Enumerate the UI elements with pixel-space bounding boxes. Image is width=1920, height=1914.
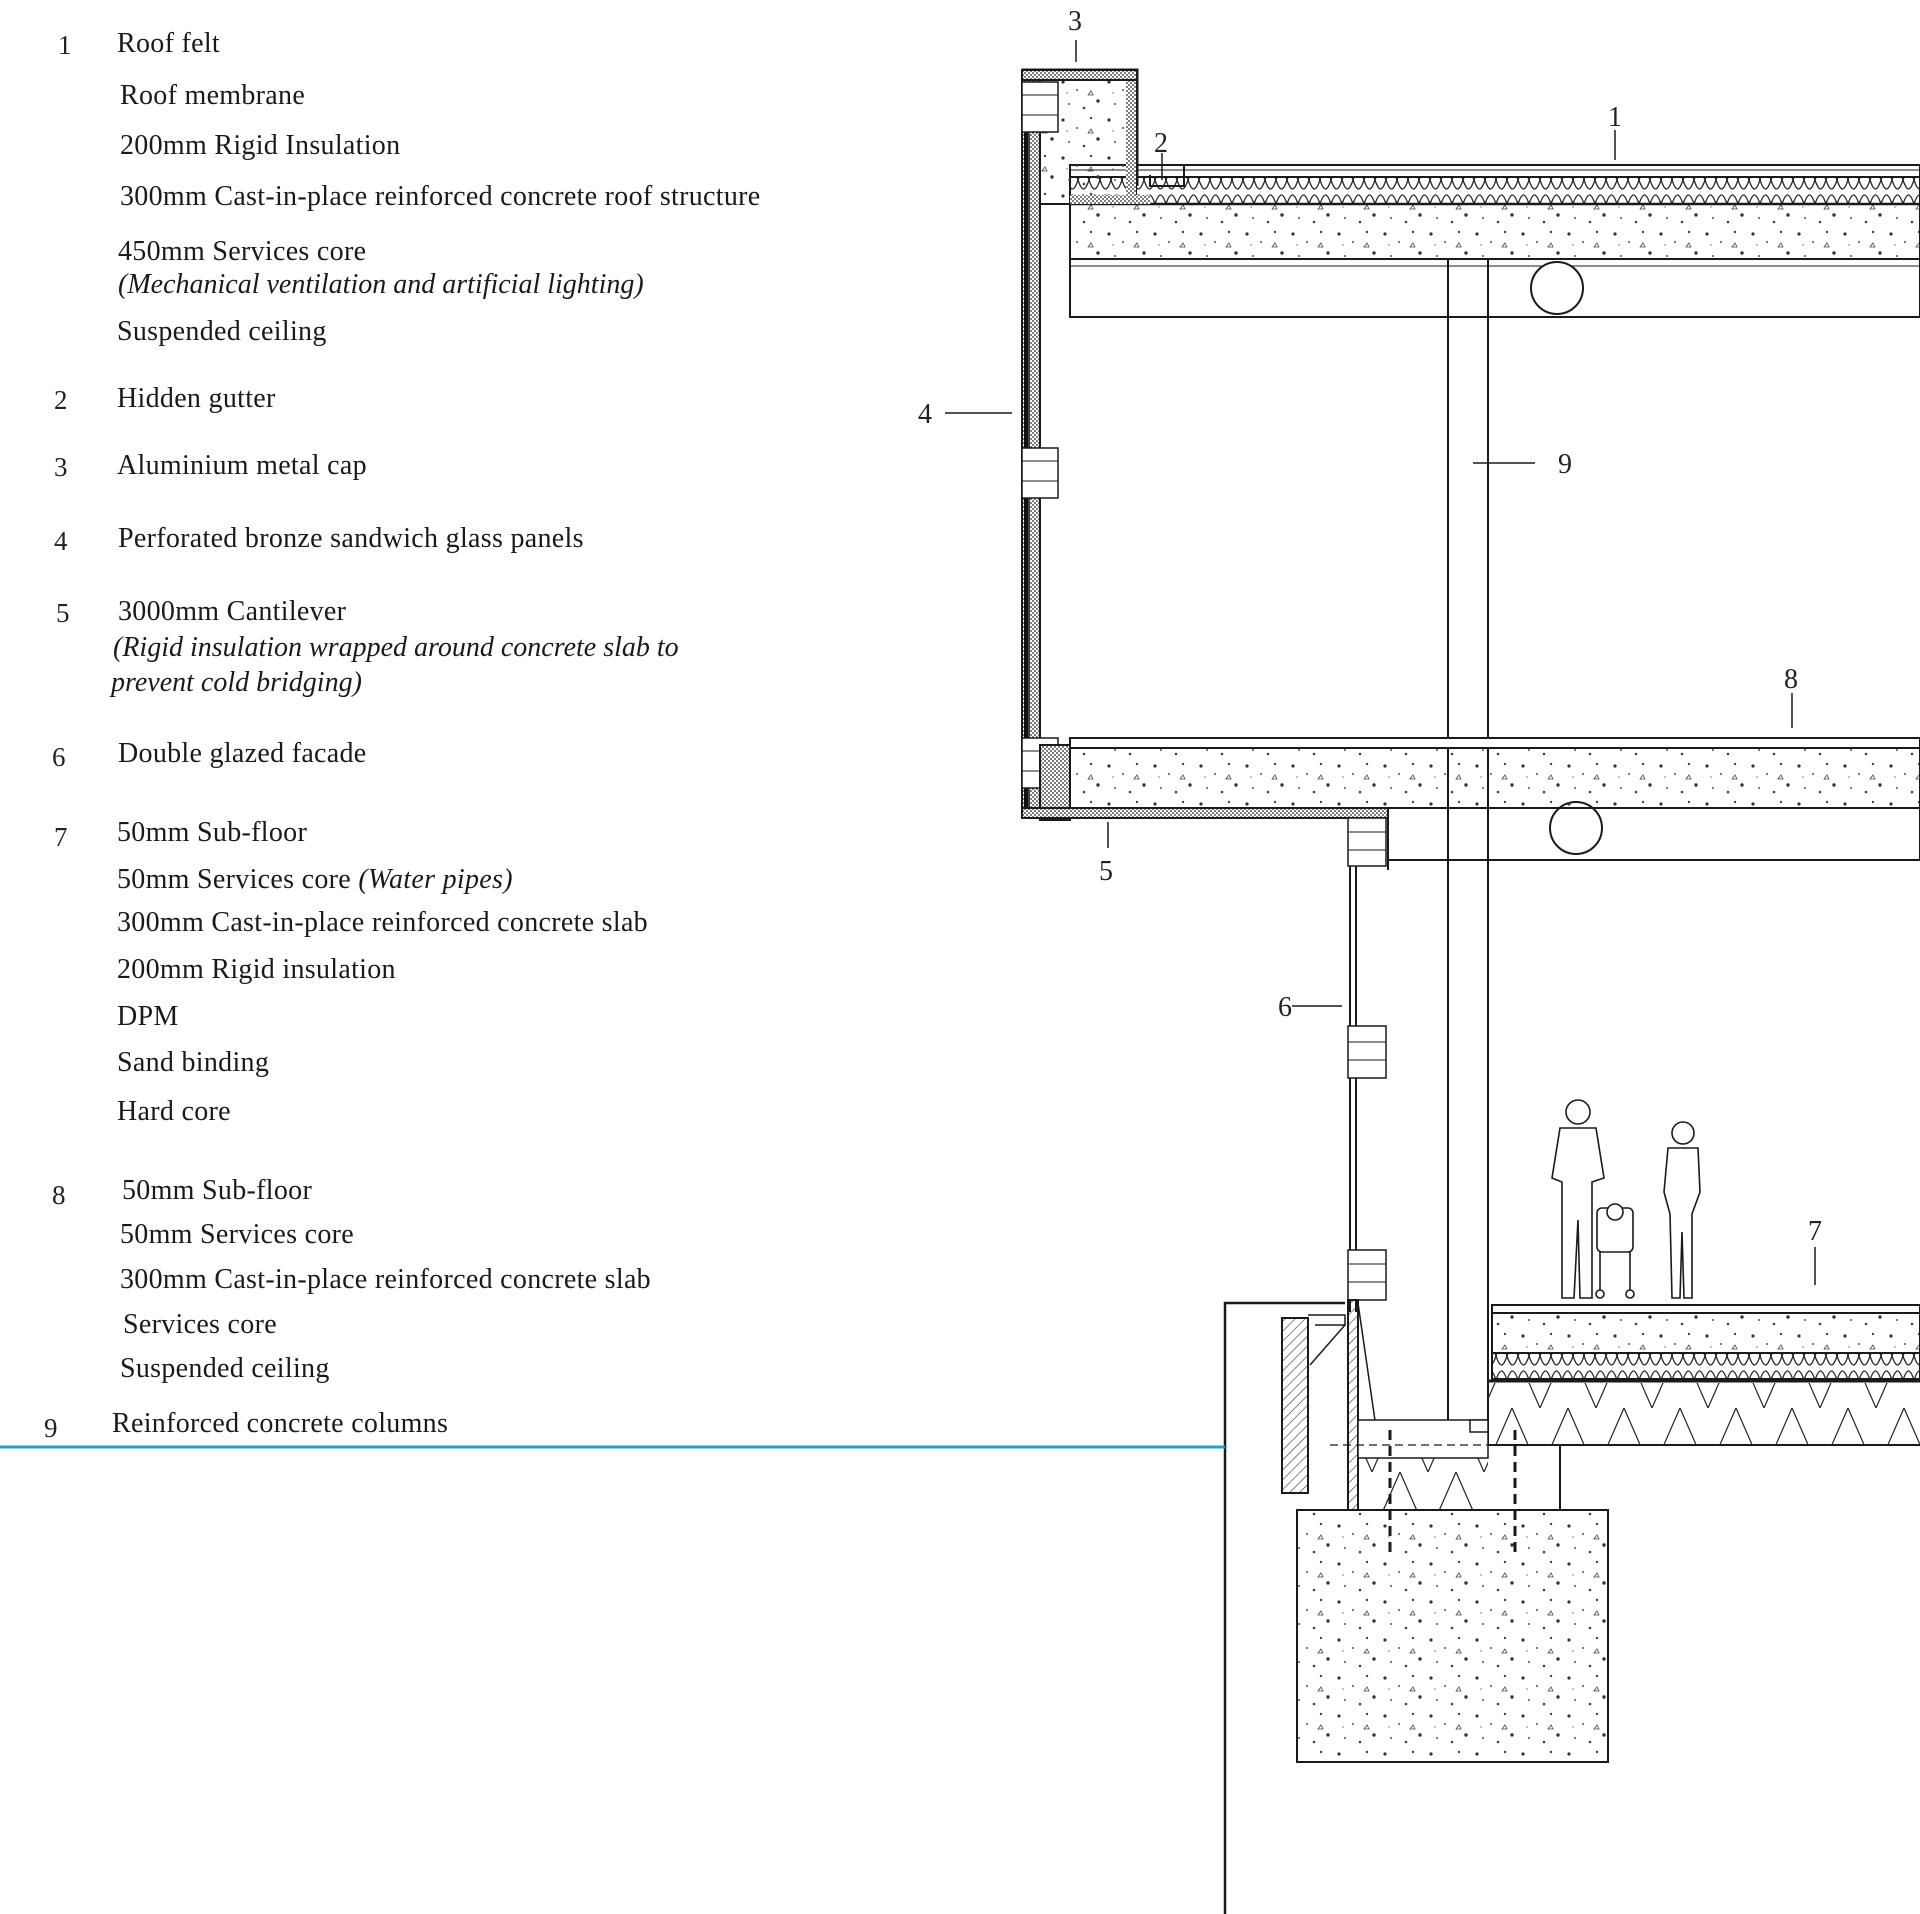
legend-number: 5	[56, 598, 70, 628]
legend-item: Suspended ceiling	[117, 316, 327, 347]
callout-7: 7	[1808, 1216, 1822, 1247]
legend-item: 50mm Sub-floor	[117, 817, 308, 848]
pad-foundation	[1296, 1509, 1609, 1763]
legend-item: 3000mm Cantilever	[118, 596, 347, 627]
legend-number: 1	[58, 30, 72, 60]
callout-8: 8	[1784, 664, 1798, 695]
bronze-glass-panel	[1024, 82, 1028, 810]
legend-item: 300mm Cast-in-place reinforced concrete …	[120, 181, 761, 212]
floor-services-core	[1387, 807, 1920, 861]
callout-leaders	[945, 40, 1816, 1285]
callout-5: 5	[1099, 856, 1113, 887]
legend-item: Hard core	[117, 1096, 231, 1127]
cantilever-insulation	[1021, 807, 1389, 819]
callout-3: 3	[1068, 6, 1082, 37]
callout-numbers: 3 2 1 4 5 6 9 8 7	[918, 6, 1822, 1247]
legend-item: Suspended ceiling	[120, 1353, 330, 1384]
legend-item: Services core	[123, 1309, 277, 1340]
legend-item: Roof felt	[117, 28, 221, 59]
legend-item: Aluminium metal cap	[117, 450, 367, 481]
legend-item: Reinforced concrete columns	[112, 1408, 449, 1439]
roof-felt	[1069, 164, 1920, 178]
legend-item: 50mm Services core (Water pipes)	[117, 864, 513, 895]
legend-number: 3	[54, 452, 68, 482]
callout-9: 9	[1558, 449, 1572, 480]
legend-note: prevent cold bridging)	[111, 667, 362, 698]
glazing-mullion	[1347, 817, 1387, 1301]
legend-item: 50mm Sub-floor	[122, 1175, 313, 1206]
sub-floor	[1069, 737, 1920, 749]
roof-insulation	[1069, 176, 1920, 205]
legend-item: DPM	[117, 1001, 179, 1032]
callout-4: 4	[918, 399, 932, 430]
people-figures	[1551, 1099, 1701, 1299]
legend-item: Roof membrane	[120, 80, 306, 111]
legend-number: 8	[52, 1180, 66, 1210]
ground-insulation	[1491, 1352, 1920, 1380]
legend-item: 450mm Services core	[118, 236, 367, 267]
legend-number: 2	[54, 385, 68, 415]
service-duct	[1549, 801, 1603, 855]
legend-note: (Rigid insulation wrapped around concret…	[113, 632, 679, 663]
legend-number: 6	[52, 742, 66, 772]
retaining-wall	[1223, 1301, 1345, 1914]
legend-item: Hidden gutter	[117, 383, 276, 414]
callout-2: 2	[1154, 128, 1168, 159]
roof-slab	[1069, 203, 1920, 260]
legend-item: 50mm Services core	[120, 1219, 354, 1250]
legend-note: (Water pipes)	[358, 864, 513, 895]
legend-item: Perforated bronze sandwich glass panels	[118, 523, 584, 554]
legend-item: 200mm Rigid Insulation	[120, 130, 401, 161]
legend-item: Sand binding	[117, 1047, 270, 1078]
legend-item: 300mm Cast-in-place reinforced concrete …	[120, 1264, 651, 1295]
hard-core	[1488, 1383, 1920, 1445]
legend-item: Double glazed facade	[118, 738, 367, 769]
legend: 1 Roof felt Roof membrane 200mm Rigid In…	[0, 0, 900, 1450]
service-duct	[1530, 261, 1584, 315]
roof-services-core	[1069, 258, 1920, 318]
callout-6: 6	[1278, 992, 1292, 1023]
callout-1: 1	[1608, 102, 1622, 133]
legend-note: (Mechanical ventilation and artificial l…	[118, 269, 644, 300]
parapet-insulation-inner	[1126, 78, 1136, 203]
legend-item: 200mm Rigid insulation	[117, 954, 396, 985]
legend-item: 300mm Cast-in-place reinforced concrete …	[117, 907, 648, 938]
legend-number: 4	[54, 526, 68, 556]
ground-sub-floor	[1491, 1304, 1920, 1314]
legend-number: 9	[44, 1413, 58, 1443]
floor-slab	[1069, 747, 1920, 809]
wall-section	[1281, 1317, 1309, 1494]
ground-slab	[1491, 1312, 1920, 1354]
legend-number: 7	[54, 822, 68, 852]
